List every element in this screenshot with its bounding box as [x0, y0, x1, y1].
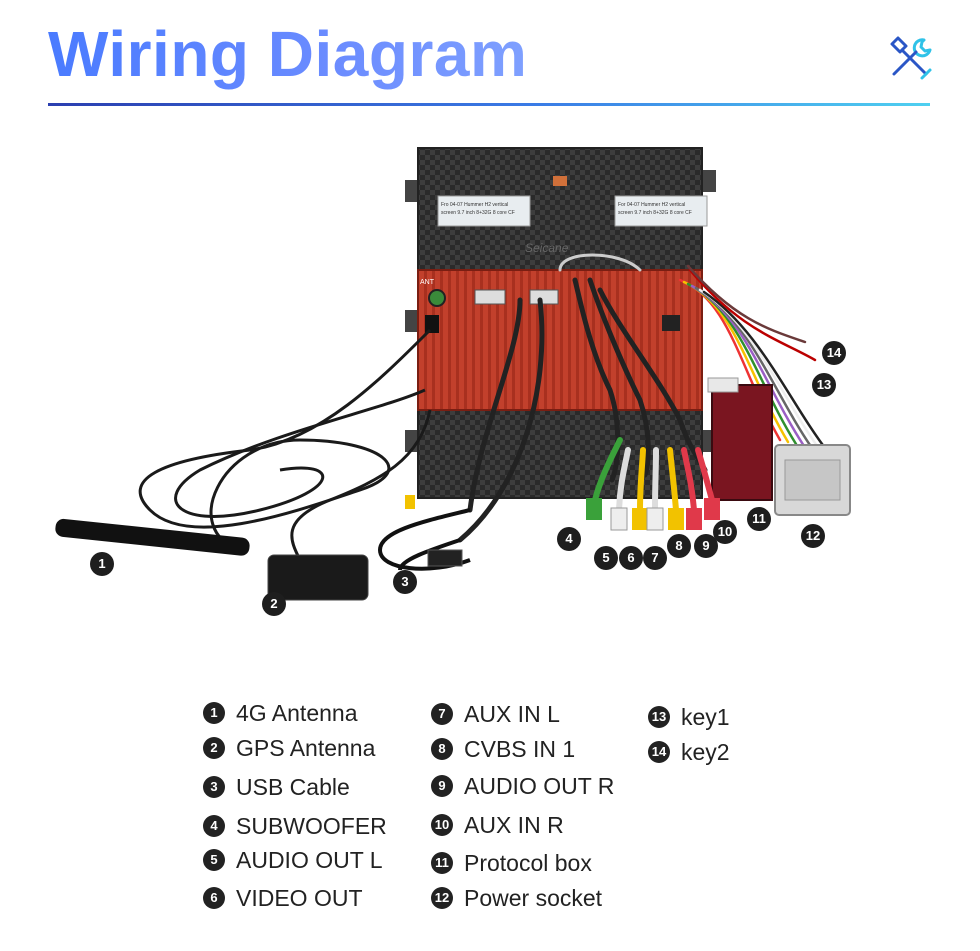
- legend-label: Protocol box: [464, 850, 592, 876]
- legend-number: 3: [203, 776, 225, 798]
- legend-label: AUDIO OUT R: [464, 773, 615, 799]
- legend-label: CVBS IN 1: [464, 736, 576, 762]
- marker-4: 4: [557, 527, 581, 551]
- legend-label: AUX IN R: [464, 812, 564, 838]
- legend-label: Power socket: [464, 885, 603, 911]
- svg-text:screen 9.7 inch 8+32G 8 core C: screen 9.7 inch 8+32G 8 core CF: [618, 210, 692, 216]
- legend-number: 14: [648, 741, 670, 763]
- legend-label: key1: [681, 704, 730, 730]
- svg-text:ANT: ANT: [420, 279, 435, 286]
- tools-icon: [890, 36, 932, 80]
- marker-11: 11: [747, 507, 771, 531]
- marker-7: 7: [643, 546, 667, 570]
- wiring-diagram: Fro 04-07 Hummer H2 vertical screen 9.7 …: [55, 147, 851, 601]
- svg-text:Fro 04-07 Hummer H2 vertical: Fro 04-07 Hummer H2 vertical: [441, 202, 508, 208]
- legend-label: VIDEO OUT: [236, 885, 363, 911]
- svg-text:For 04-07 Hummer H2 vertical: For 04-07 Hummer H2 vertical: [618, 202, 685, 208]
- legend-number: 6: [203, 887, 225, 909]
- marker-2: 2: [262, 592, 286, 616]
- legend-number: 13: [648, 706, 670, 728]
- title-underline: [48, 103, 930, 106]
- legend-label: SUBWOOFER: [236, 813, 387, 839]
- marker-13: 13: [812, 373, 836, 397]
- marker-6: 6: [619, 546, 643, 570]
- page-title: Wiring Diagram: [48, 14, 527, 94]
- svg-text:screen 9.7 inch 8+32G 8 core C: screen 9.7 inch 8+32G 8 core CF: [441, 210, 515, 216]
- sticker-left: [437, 195, 531, 227]
- rca-connectors: [586, 437, 720, 531]
- legend-number: 9: [431, 775, 453, 797]
- marker-3: 3: [393, 570, 417, 594]
- protocol-box: [711, 384, 773, 501]
- usb-connector: [427, 549, 463, 567]
- legend-number: 2: [203, 737, 225, 759]
- legend-label: key2: [681, 739, 730, 765]
- marker-12: 12: [801, 524, 825, 548]
- legend-number: 5: [203, 849, 225, 871]
- heatsink: [417, 269, 703, 411]
- legend-label: 4G Antenna: [236, 700, 358, 726]
- legend-label: AUX IN L: [464, 701, 560, 727]
- marker-10: 10: [713, 520, 737, 544]
- svg-text:Seicane: Seicane: [525, 241, 569, 255]
- legend-number: 4: [203, 815, 225, 837]
- gps-antenna: [267, 554, 369, 601]
- 4g-antenna: [55, 518, 250, 556]
- legend-number: 1: [203, 702, 225, 724]
- marker-1: 1: [90, 552, 114, 576]
- marker-5: 5: [594, 546, 618, 570]
- legend-number: 12: [431, 887, 453, 909]
- marker-8: 8: [667, 534, 691, 558]
- legend-label: GPS Antenna: [236, 735, 376, 761]
- sticker-right: [614, 195, 708, 227]
- mounting-tabs: [405, 170, 716, 452]
- legend-label: USB Cable: [236, 774, 350, 800]
- legend-number: 11: [431, 852, 453, 874]
- marker-14: 14: [822, 341, 846, 365]
- legend-number: 7: [431, 703, 453, 725]
- legend-number: 8: [431, 738, 453, 760]
- legend-label: AUDIO OUT L: [236, 847, 383, 873]
- legend-number: 10: [431, 814, 453, 836]
